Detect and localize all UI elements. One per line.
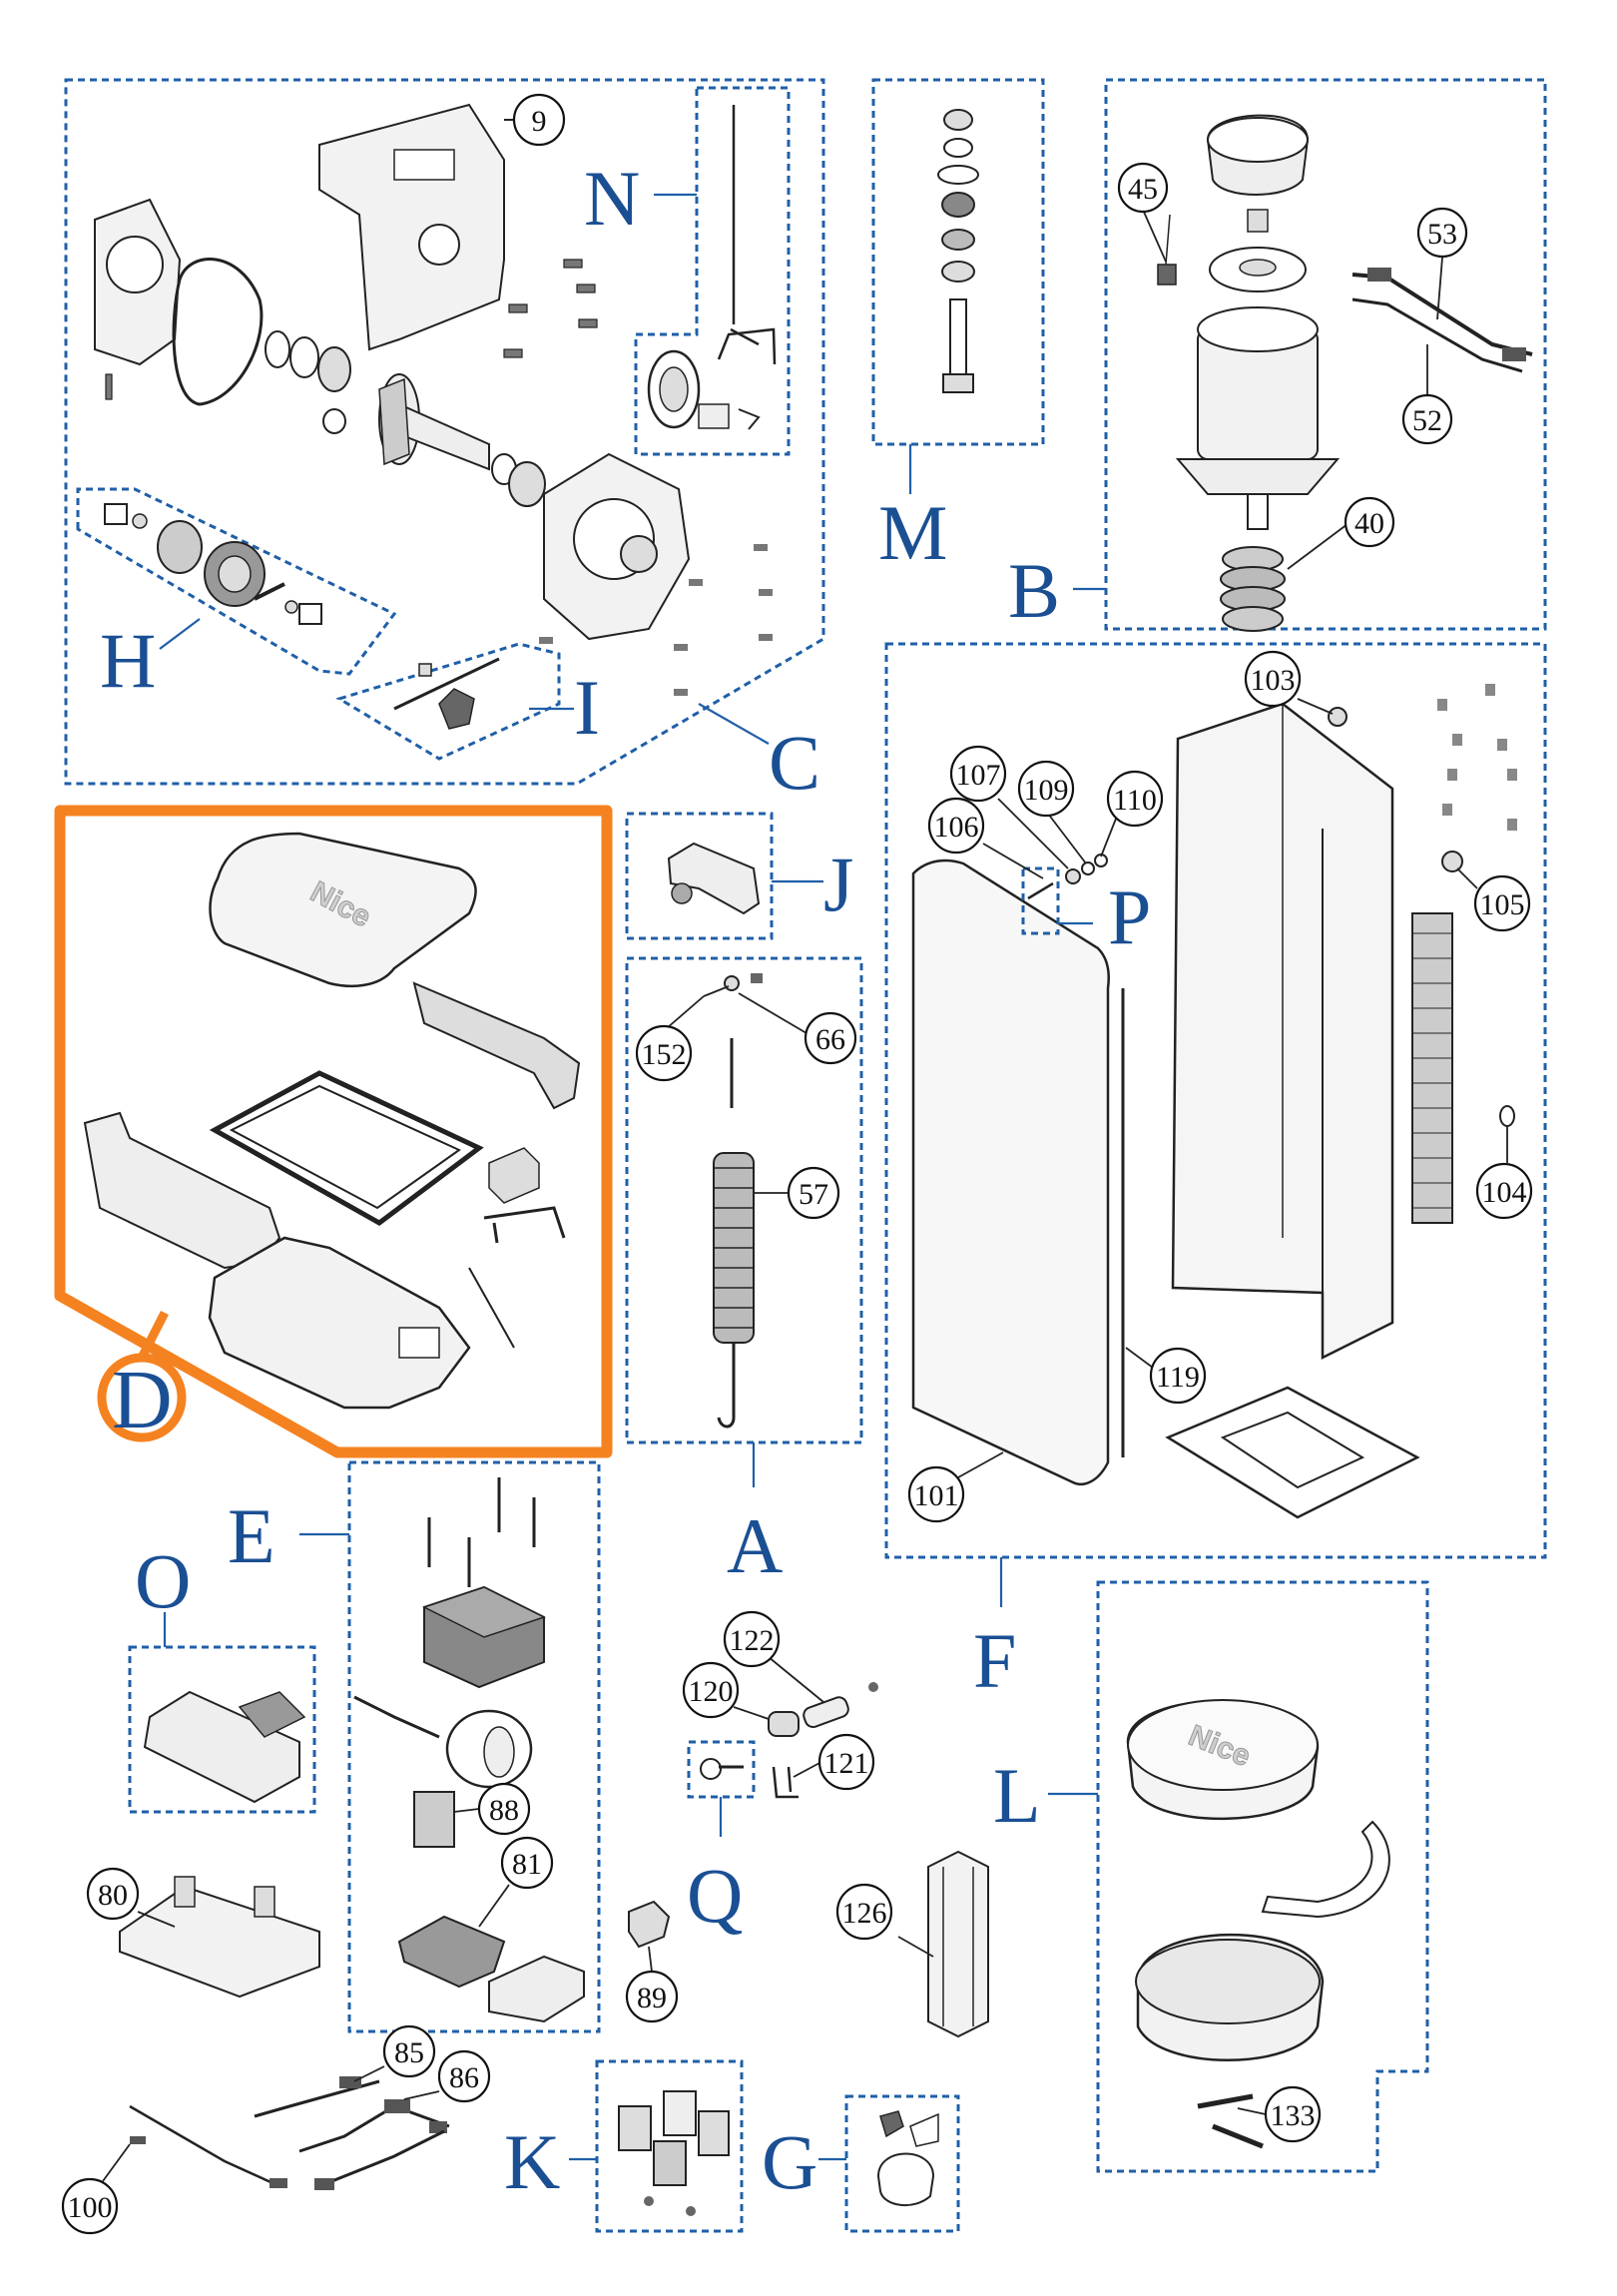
- callout-126: 126: [835, 1883, 893, 1941]
- svg-text:122: 122: [730, 1624, 775, 1657]
- group-label-p: P: [1108, 873, 1151, 960]
- svg-text:101: 101: [914, 1479, 959, 1512]
- callout-89: 89: [625, 1970, 679, 2023]
- group-b: B: [1008, 78, 1547, 634]
- group-d: Nice D: [54, 805, 613, 1458]
- svg-text:85: 85: [394, 2036, 424, 2069]
- svg-text:121: 121: [824, 1747, 869, 1780]
- callout-109: 109: [1017, 760, 1075, 818]
- svg-text:104: 104: [1482, 1176, 1527, 1209]
- svg-text:106: 106: [934, 811, 979, 844]
- group-e: E: [228, 1460, 601, 2033]
- group-label-b: B: [1008, 547, 1060, 634]
- group-l: Nice L: [993, 1580, 1429, 2173]
- callout-152: 152: [635, 1024, 693, 1082]
- svg-text:103: 103: [1251, 664, 1296, 697]
- group-label-c: C: [769, 719, 820, 806]
- svg-text:80: 80: [98, 1879, 128, 1912]
- svg-text:100: 100: [68, 2191, 113, 2224]
- callout-66: 66: [804, 1011, 857, 1065]
- part-80: [119, 1876, 320, 1999]
- group-j: J: [625, 812, 853, 940]
- svg-text:45: 45: [1128, 173, 1158, 206]
- svg-text:105: 105: [1480, 888, 1525, 921]
- callout-121: 121: [817, 1733, 875, 1791]
- svg-text:57: 57: [799, 1178, 828, 1211]
- group-m: M: [871, 78, 1045, 576]
- svg-text:52: 52: [1412, 404, 1442, 437]
- callout-107: 107: [949, 745, 1007, 803]
- callout-110: 110: [1106, 770, 1164, 828]
- group-o: O: [128, 1537, 316, 1814]
- group-label-h: H: [100, 617, 156, 704]
- group-q: Q: [687, 1740, 756, 1939]
- group-label-d: D: [112, 1354, 173, 1446]
- svg-text:107: 107: [956, 759, 1001, 792]
- callout-45: 45: [1117, 162, 1169, 214]
- callout-52: 52: [1401, 393, 1453, 445]
- callout-81: 81: [500, 1836, 554, 1890]
- svg-text:152: 152: [642, 1038, 687, 1071]
- group-label-g: G: [762, 2118, 817, 2205]
- group-g: G: [762, 2094, 960, 2233]
- svg-text:53: 53: [1427, 218, 1457, 251]
- group-h: H: [76, 487, 397, 704]
- group-a: A: [625, 956, 863, 1589]
- group-c: C: [64, 78, 825, 806]
- group-label-l: L: [993, 1752, 1041, 1839]
- group-label-m: M: [878, 489, 947, 576]
- callout-133: 133: [1264, 2085, 1322, 2143]
- part-89: [628, 1900, 671, 1949]
- group-label-j: J: [823, 841, 853, 927]
- group-f: P F: [884, 642, 1547, 1704]
- callout-40: 40: [1344, 496, 1395, 548]
- svg-text:133: 133: [1271, 2099, 1316, 2132]
- group-label-i: I: [574, 664, 600, 751]
- part-126: [927, 1850, 989, 2038]
- callout-100: 100: [61, 2177, 119, 2235]
- callout-101: 101: [907, 1465, 965, 1523]
- group-n: N: [584, 86, 791, 456]
- callout-104: 104: [1475, 1162, 1533, 1220]
- parts-lock: [768, 1682, 878, 1799]
- group-label-n: N: [584, 155, 640, 242]
- group-label-f: F: [973, 1617, 1016, 1704]
- callouts: 9 45 53 52 40 103 107 109 110 106 105 10…: [61, 93, 1533, 2235]
- callout-103: 103: [1244, 650, 1302, 708]
- svg-text:109: 109: [1024, 774, 1069, 807]
- group-label-q: Q: [687, 1852, 743, 1939]
- svg-text:110: 110: [1113, 784, 1157, 817]
- callout-105: 105: [1473, 874, 1531, 932]
- svg-text:120: 120: [689, 1675, 734, 1708]
- svg-text:126: 126: [842, 1897, 887, 1930]
- svg-text:119: 119: [1156, 1361, 1200, 1394]
- callout-53: 53: [1416, 207, 1468, 259]
- svg-text:86: 86: [449, 2061, 479, 2094]
- group-label-e: E: [228, 1492, 275, 1579]
- svg-text:89: 89: [637, 1982, 667, 2014]
- group-label-o: O: [135, 1537, 191, 1624]
- svg-text:66: 66: [815, 1023, 845, 1056]
- callout-9: 9: [512, 93, 566, 147]
- callout-57: 57: [787, 1166, 840, 1220]
- group-label-k: K: [504, 2118, 560, 2205]
- callout-106: 106: [927, 797, 985, 855]
- group-k: K: [504, 2059, 744, 2233]
- callout-122: 122: [723, 1610, 781, 1668]
- callout-119: 119: [1149, 1347, 1207, 1405]
- callout-85: 85: [382, 2024, 436, 2078]
- wiring: [129, 2076, 450, 2190]
- callout-86: 86: [437, 2049, 491, 2103]
- callout-80: 80: [86, 1867, 140, 1921]
- callout-120: 120: [682, 1661, 740, 1719]
- callout-88: 88: [477, 1782, 531, 1836]
- group-i: I: [335, 642, 600, 761]
- svg-text:9: 9: [532, 105, 547, 138]
- svg-text:88: 88: [489, 1794, 519, 1827]
- group-label-a: A: [727, 1502, 783, 1589]
- svg-text:40: 40: [1354, 507, 1384, 540]
- svg-text:81: 81: [512, 1848, 542, 1881]
